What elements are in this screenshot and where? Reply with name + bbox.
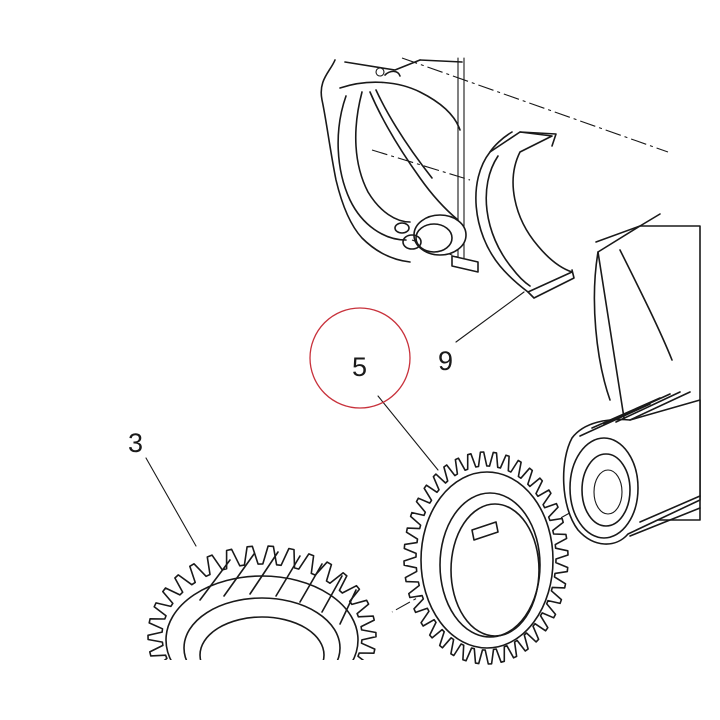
gear-part-3 [147,545,410,720]
callout-5: 5 [352,352,367,382]
callout-3: 3 [128,428,143,458]
bearing-half-shell [475,131,575,299]
leader-lines [145,291,525,547]
callout-9: 9 [438,346,453,376]
splined-shaft [562,213,701,545]
gear-part-5 [403,451,569,665]
callout-5-highlight-ring [309,307,411,409]
housing-casting [320,59,479,273]
